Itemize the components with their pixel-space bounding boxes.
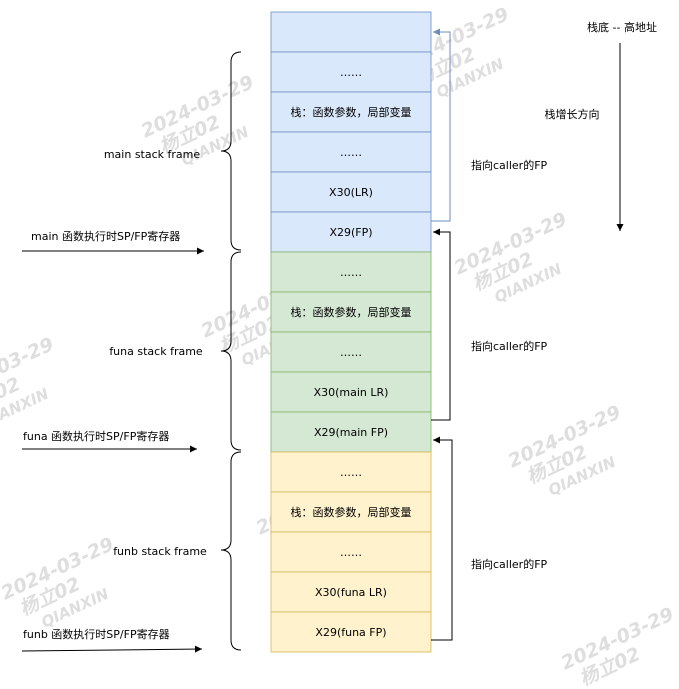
stack-cell: [270, 51, 432, 93]
cell-text: X30(LR): [329, 186, 373, 199]
cell-text: ……: [340, 266, 362, 279]
watermark: 2024-03-29 杨立02 QIANXIN: [505, 401, 624, 499]
stack-cell: [270, 571, 432, 613]
stack-cell: [270, 91, 432, 133]
stack-cell: [270, 411, 432, 453]
stack-cell: [270, 371, 432, 413]
funb-register-label: funb 函数执行时SP/FP寄存器: [23, 627, 170, 641]
cell-text: ……: [340, 546, 362, 559]
watermark: 2024-03-29 杨立02 QIANXIN: [138, 71, 257, 169]
stack-cell: [270, 451, 432, 493]
stack-cell: [270, 11, 432, 53]
cell-text: 栈：函数参数，局部变量: [291, 505, 412, 519]
stack-cell: [270, 491, 432, 533]
cell-text: X30(main LR): [314, 386, 389, 399]
fp-link-label: 指向caller的FP: [471, 557, 548, 571]
fp-link-label: 指向caller的FP: [471, 158, 548, 172]
funa-stack-frame: …… 栈：函数参数，局部变量 …… X30(main LR) X29(main …: [270, 251, 432, 453]
cell-text: ……: [340, 346, 362, 359]
stack-cell: [270, 331, 432, 373]
stack-cell: [270, 611, 432, 653]
stack-cell: [270, 291, 432, 333]
cell-text: ……: [340, 66, 362, 79]
fp-link-label: 指向caller的FP: [471, 339, 548, 353]
watermark: 2024-03-29 杨立02: [558, 603, 677, 689]
watermark: 2024-03-29 杨立02 QIANXIN: [0, 333, 57, 431]
stack-cell: [270, 531, 432, 573]
funb-frame-label: funb stack frame: [113, 545, 207, 558]
funb-register-arrow: [21, 645, 203, 653]
cell-text: ……: [340, 146, 362, 159]
funb-frame-brace: [220, 451, 242, 651]
cell-text: X29(funa FP): [315, 626, 386, 639]
main-register-label: main 函数执行时SP/FP寄存器: [31, 229, 180, 243]
stack-cell: [270, 251, 432, 293]
funa-fp-link-arrow: [431, 228, 451, 421]
main-frame-label: main stack frame: [104, 148, 201, 161]
main-frame-brace: [220, 51, 242, 251]
cell-text: X29(main FP): [314, 426, 388, 439]
main-fp-link-arrow: [431, 28, 451, 222]
stack-bottom-label: 栈底 -- 高地址: [587, 20, 657, 34]
cell-text: 栈：函数参数，局部变量: [291, 105, 412, 119]
stack-cell: [270, 211, 432, 253]
funa-frame-brace: [220, 251, 242, 451]
stack-cell: [270, 171, 432, 213]
funa-register-label: funa 函数执行时SP/FP寄存器: [23, 429, 169, 443]
growth-direction-label: 栈增长方向: [545, 107, 600, 121]
cell-text: X30(funa LR): [315, 586, 387, 599]
main-stack-frame: …… 栈：函数参数，局部变量 …… X30(LR) X29(FP): [270, 11, 432, 253]
funb-fp-link-arrow: [431, 436, 453, 641]
cell-text: X29(FP): [329, 226, 372, 239]
cell-text: ……: [340, 466, 362, 479]
cell-text: 栈：函数参数，局部变量: [291, 305, 412, 319]
funa-frame-label: funa stack frame: [109, 345, 203, 358]
stack-cell: [270, 131, 432, 173]
funb-stack-frame: …… 栈：函数参数，局部变量 …… X30(funa LR) X29(funa …: [270, 451, 432, 653]
watermark: 2024-03-29 杨立02 QIANXIN: [451, 208, 570, 306]
